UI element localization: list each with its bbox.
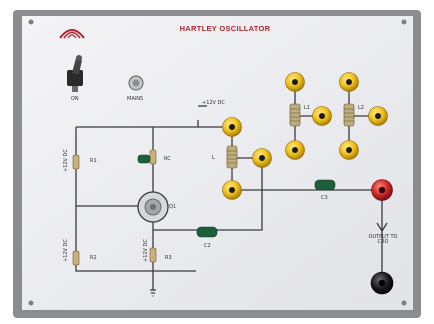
terminal-l2-top[interactable]	[339, 72, 359, 92]
inductor-l1	[289, 103, 301, 127]
board-title: HARTLEY OSCILLATOR	[179, 24, 271, 33]
r1-label: R1	[90, 158, 97, 164]
terminal-l-mid[interactable]	[252, 148, 272, 168]
company-logo	[59, 29, 85, 39]
output-terminal-black[interactable]	[370, 271, 394, 295]
c3-label: C3	[321, 195, 328, 201]
terminal-l-top[interactable]	[222, 117, 242, 137]
resistor-r3	[149, 247, 157, 263]
terminal-l1-top[interactable]	[285, 72, 305, 92]
circuit-traces	[75, 82, 388, 297]
inductor-l	[226, 145, 238, 169]
terminal-l1-mid[interactable]	[312, 106, 332, 126]
switch-label: ON	[71, 96, 79, 102]
r3-label: R3	[165, 255, 172, 261]
board-panel	[22, 16, 413, 310]
inductor-l2	[343, 103, 355, 127]
capacitor-c3	[314, 179, 336, 191]
output-label: OUTPUT TO CRO	[368, 234, 398, 245]
resistor-r1	[72, 154, 80, 170]
r3-vertical-label: +12V DC	[143, 239, 149, 262]
capacitor-c2	[196, 226, 218, 238]
l2-label: L2	[358, 105, 364, 111]
resistor-rc	[149, 149, 157, 165]
r2-label: R2	[90, 255, 97, 261]
c2-label: C2	[204, 243, 211, 249]
transistor-q1	[137, 191, 169, 223]
vcc-lower-label: +12V DC	[63, 239, 69, 262]
transistor-label: Q1	[169, 204, 177, 210]
power-toggle-switch[interactable]	[67, 55, 83, 92]
mains-led	[128, 75, 144, 91]
capacitor-c1	[137, 154, 151, 164]
resistor-r2	[72, 250, 80, 266]
terminal-l2-bottom[interactable]	[339, 140, 359, 160]
output-terminal-red[interactable]	[371, 179, 393, 201]
supply-label: +12V DC	[202, 100, 225, 106]
vcc-left-label: +12V DC	[63, 149, 69, 172]
terminal-l2-mid[interactable]	[368, 106, 388, 126]
terminal-l-bottom[interactable]	[222, 180, 242, 200]
led-label: MAINS	[127, 96, 144, 102]
inductor-label: L	[212, 155, 215, 161]
rc-label: RC	[164, 156, 171, 162]
corner-screws	[28, 19, 407, 306]
terminal-l1-bottom[interactable]	[285, 140, 305, 160]
l1-label: L1	[304, 105, 310, 111]
